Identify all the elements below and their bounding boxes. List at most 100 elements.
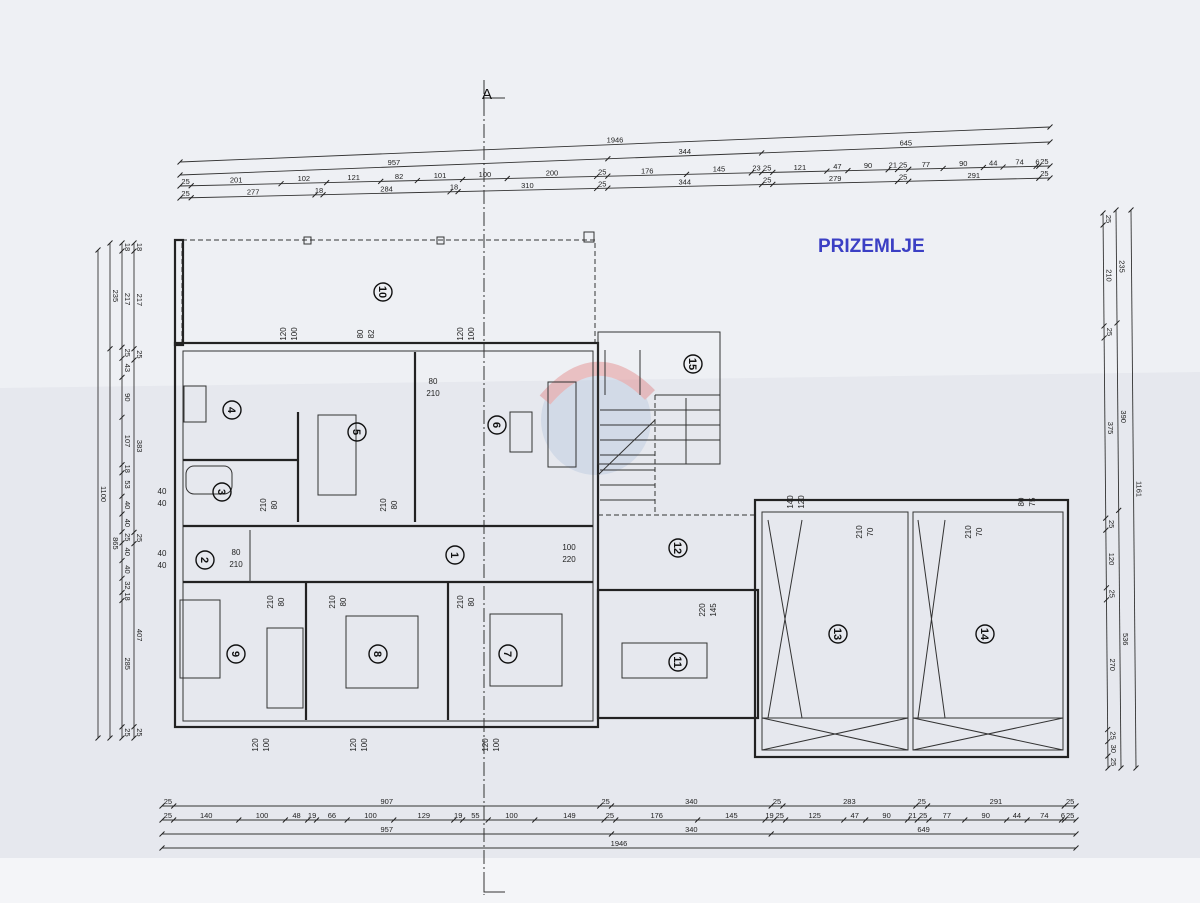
dimension-tick bbox=[824, 168, 830, 174]
dimension-value: 344 bbox=[678, 147, 691, 156]
dimension-tick bbox=[1113, 207, 1119, 213]
dining-table-icon bbox=[317, 414, 357, 496]
dimension-tick bbox=[1104, 726, 1111, 733]
dimension-tick bbox=[683, 171, 690, 178]
dimension-tick bbox=[1047, 163, 1053, 169]
dimension-value: 201 bbox=[230, 176, 243, 185]
dimension-tick bbox=[926, 817, 932, 823]
dimension-tick bbox=[601, 817, 607, 823]
dimension-tick bbox=[1103, 596, 1110, 603]
dimension-tick bbox=[159, 845, 165, 851]
opening-width: 140 bbox=[786, 495, 795, 509]
dimension-value: 217 bbox=[135, 294, 144, 307]
dimension-value: 176 bbox=[641, 166, 654, 175]
dimension-tick bbox=[904, 817, 911, 823]
dimension-value: 18 bbox=[123, 243, 132, 251]
dimension-value: 344 bbox=[678, 177, 691, 186]
opening-width: 120 bbox=[279, 327, 288, 341]
dimension-tick bbox=[119, 414, 125, 421]
opening-height: 70 bbox=[975, 527, 984, 536]
dimension-tick bbox=[119, 374, 125, 381]
dimension-tick bbox=[894, 178, 901, 185]
dimension-value: 649 bbox=[917, 825, 930, 834]
dimension-value: 6 bbox=[1035, 157, 1039, 166]
room-label-9: 9 bbox=[226, 644, 246, 664]
dimension-tick bbox=[924, 803, 931, 809]
dimension-tick bbox=[1100, 210, 1106, 216]
opening-height: 80 bbox=[277, 597, 286, 606]
dimension-tick bbox=[312, 192, 318, 198]
dimension-tick bbox=[1103, 527, 1109, 533]
dimension-value: 32 bbox=[123, 581, 132, 589]
dimension-value: 407 bbox=[135, 629, 144, 642]
opening-height: 120 bbox=[797, 495, 806, 509]
dimension-value: 284 bbox=[380, 184, 393, 193]
dimension-tick bbox=[1105, 765, 1111, 771]
room-label-1: 1 bbox=[445, 545, 465, 565]
dining-table-icon bbox=[621, 642, 708, 679]
opening-height: 100 bbox=[492, 738, 501, 752]
dimension-tick bbox=[177, 195, 183, 201]
dimension-value: 283 bbox=[843, 797, 856, 806]
bed-icon bbox=[489, 613, 563, 687]
dimension-tick bbox=[447, 188, 453, 195]
dimension-value: 30 bbox=[1109, 745, 1118, 753]
dimension-tick bbox=[119, 724, 125, 730]
opening-height: 80 bbox=[467, 597, 476, 606]
dimension-value: 25 bbox=[164, 797, 172, 806]
dimension-value: 100 bbox=[505, 811, 518, 820]
dimension-value: 907 bbox=[380, 797, 393, 806]
dimension-value: 19 bbox=[308, 811, 316, 820]
dimension-tick bbox=[1114, 320, 1120, 326]
room-circle bbox=[222, 400, 242, 420]
room-label-8: 8 bbox=[368, 644, 388, 664]
watermark-balloon-logo bbox=[539, 361, 655, 475]
dimension-tick bbox=[885, 166, 892, 173]
dimension-value: 536 bbox=[1121, 633, 1130, 646]
dimension-tick bbox=[159, 803, 165, 809]
dimension-value: 100 bbox=[256, 811, 269, 820]
dimension-tick bbox=[131, 735, 137, 741]
dimension-tick bbox=[1102, 515, 1109, 521]
dimension-value: 25 bbox=[1105, 328, 1114, 336]
dimension-value: 21 bbox=[889, 161, 897, 170]
room-label-7: 7 bbox=[498, 644, 518, 664]
dimension-tick bbox=[455, 188, 461, 195]
dimension-value: 90 bbox=[864, 161, 872, 170]
dimension-tick bbox=[131, 529, 137, 536]
section-marker: A bbox=[482, 86, 492, 103]
dimension-value: 865 bbox=[111, 537, 120, 550]
dimension-value: 25 bbox=[899, 172, 907, 181]
opening-height: 80 bbox=[339, 597, 348, 606]
dimension-tick bbox=[377, 178, 384, 185]
dimension-tick bbox=[131, 540, 137, 547]
dimension-tick bbox=[119, 557, 125, 564]
single-bed-icon bbox=[179, 599, 221, 679]
dimension-tick bbox=[95, 735, 101, 741]
dimension-tick bbox=[845, 167, 851, 174]
dimension-value: 25 bbox=[918, 797, 926, 806]
opening-height: 100 bbox=[290, 327, 299, 341]
dimension-tick bbox=[131, 357, 137, 363]
room-number: 9 bbox=[229, 651, 241, 657]
dimension-tick bbox=[177, 172, 183, 178]
dimension-tick bbox=[131, 248, 137, 254]
dimension-tick bbox=[768, 831, 775, 837]
room-circle bbox=[373, 282, 393, 302]
room-circle bbox=[445, 545, 465, 565]
room-circle bbox=[347, 422, 367, 442]
dimension-value: 25 bbox=[1040, 157, 1048, 166]
dimension-tick bbox=[980, 164, 987, 171]
dimension-value: 270 bbox=[1108, 658, 1117, 671]
